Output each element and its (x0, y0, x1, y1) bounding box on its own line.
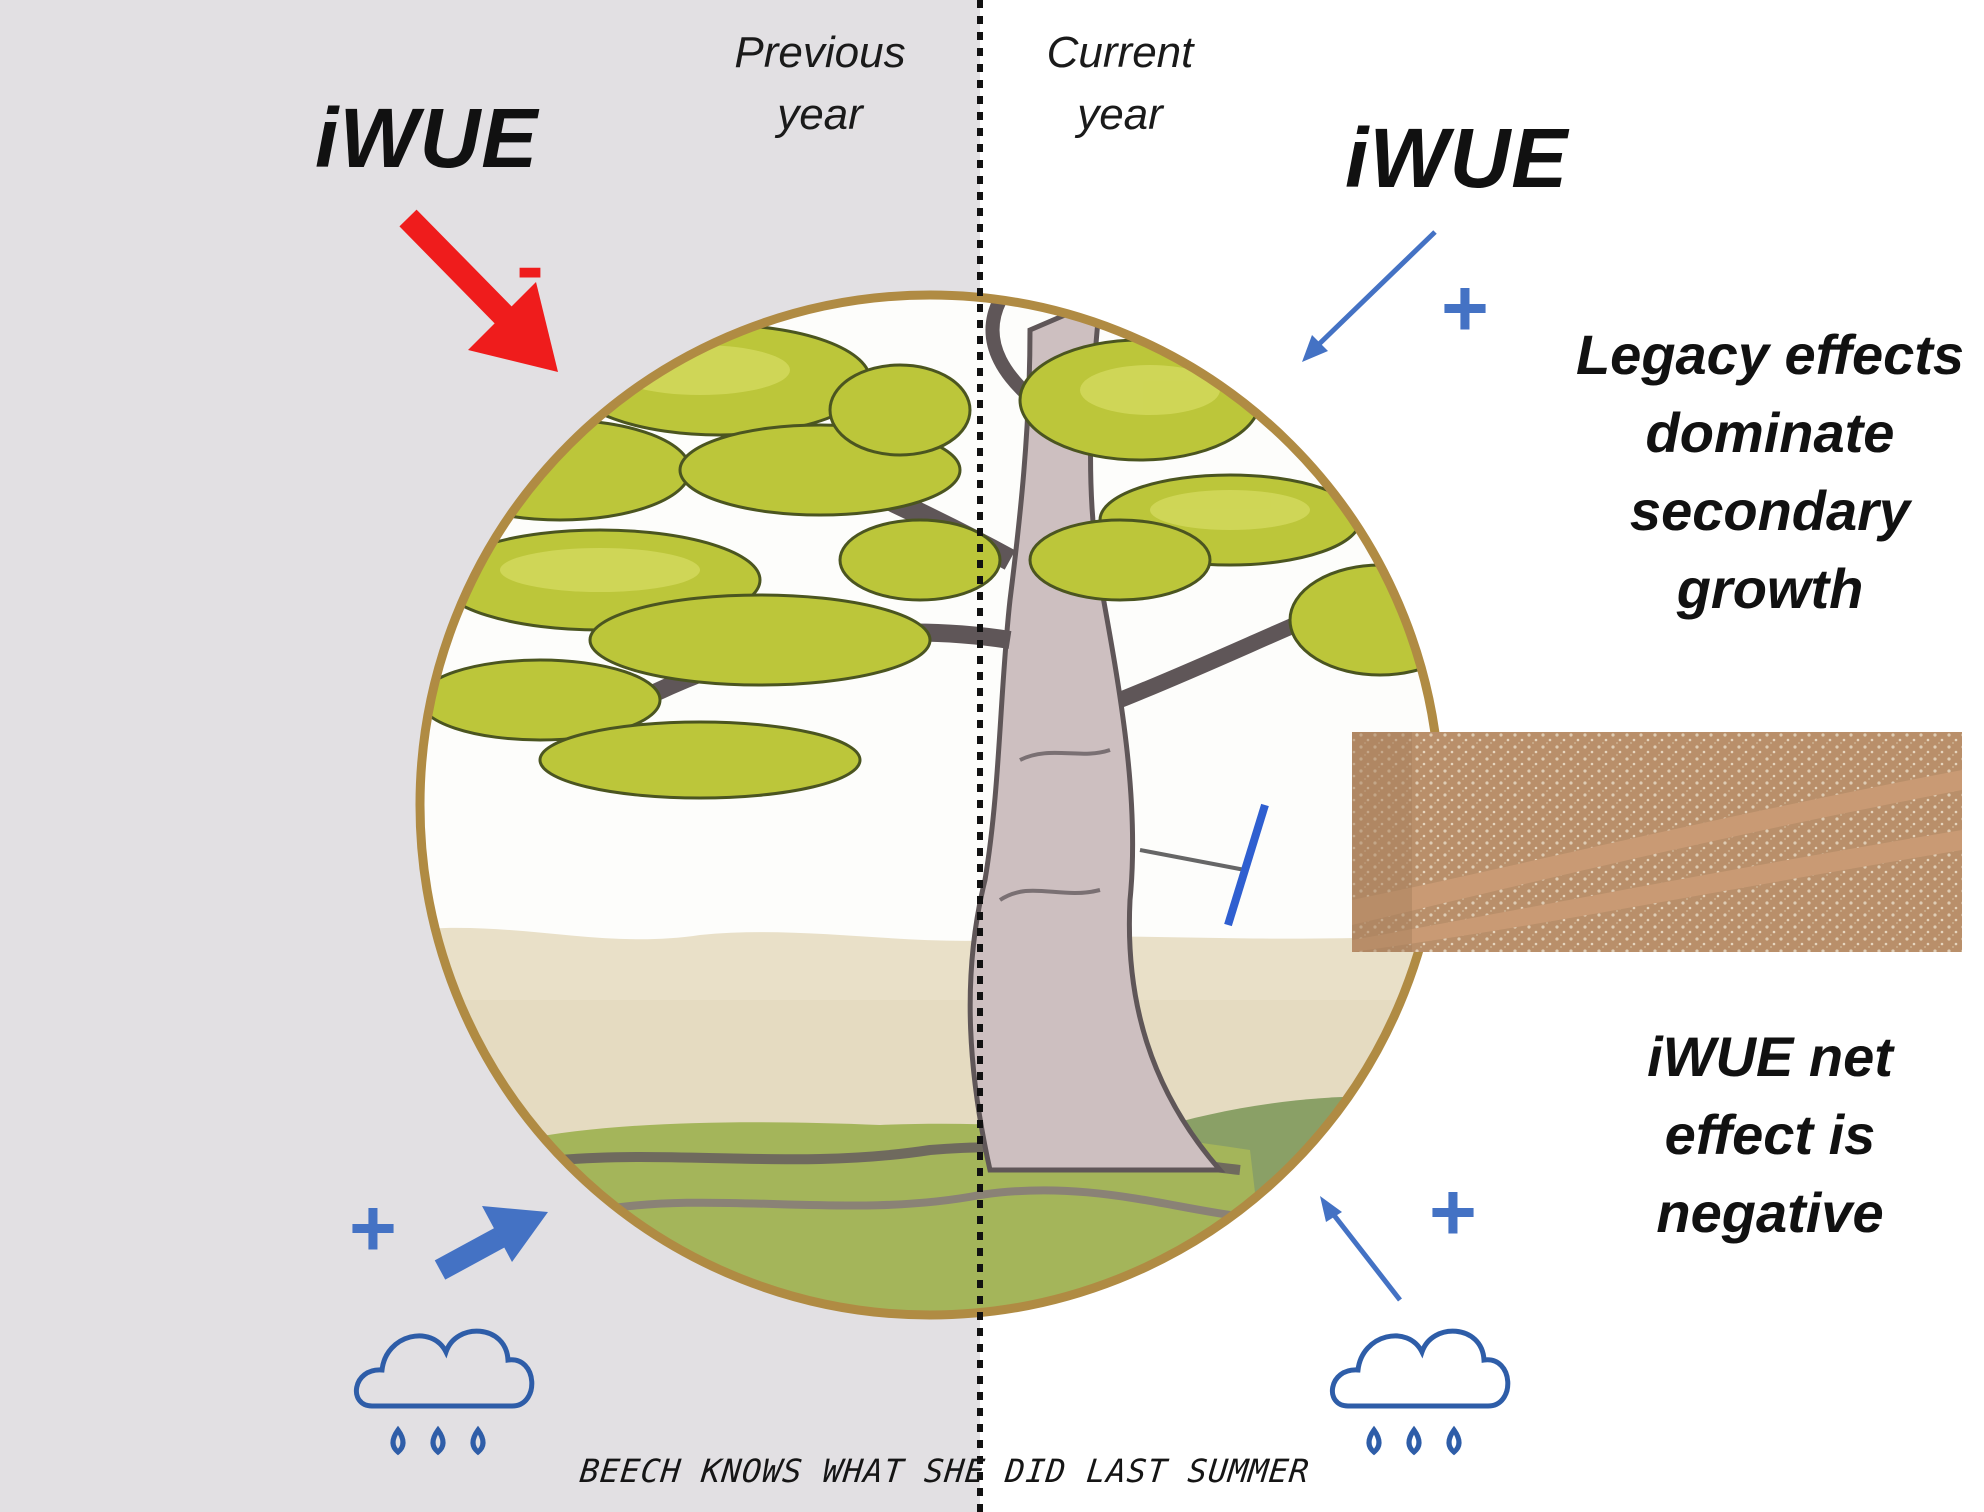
positive-sign-precip-previous: + (349, 1183, 397, 1274)
positive-sign-precip-current: + (1429, 1167, 1477, 1258)
legacy-effects-text: Legacy effects dominate secondary growth (1575, 323, 1965, 620)
rain-cloud-icon (354, 1328, 535, 1456)
previous-year-label: Previous year (734, 28, 906, 139)
iwue-previous-label: iWUE (315, 91, 539, 185)
current-year-label: Current year (1046, 28, 1194, 139)
rain-cloud-icon (1330, 1328, 1511, 1456)
positive-iwue-arrow (1302, 230, 1437, 362)
net-effect-text: iWUE net effect is negative (1647, 1025, 1893, 1244)
iwue-current-label: iWUE (1345, 111, 1569, 205)
previous-precip-arrow (434, 1206, 548, 1280)
beech-tree-illustration (420, 295, 1440, 1315)
wood-core-sample (1352, 732, 1962, 952)
negative-iwue-arrow (399, 209, 558, 372)
negative-sign: - (516, 221, 544, 312)
current-precip-arrow (1320, 1196, 1402, 1302)
motto-text: BEECH KNOWS WHAT SHE DID LAST SUMMER (578, 1452, 1312, 1490)
positive-sign-iwue: + (1441, 263, 1489, 354)
